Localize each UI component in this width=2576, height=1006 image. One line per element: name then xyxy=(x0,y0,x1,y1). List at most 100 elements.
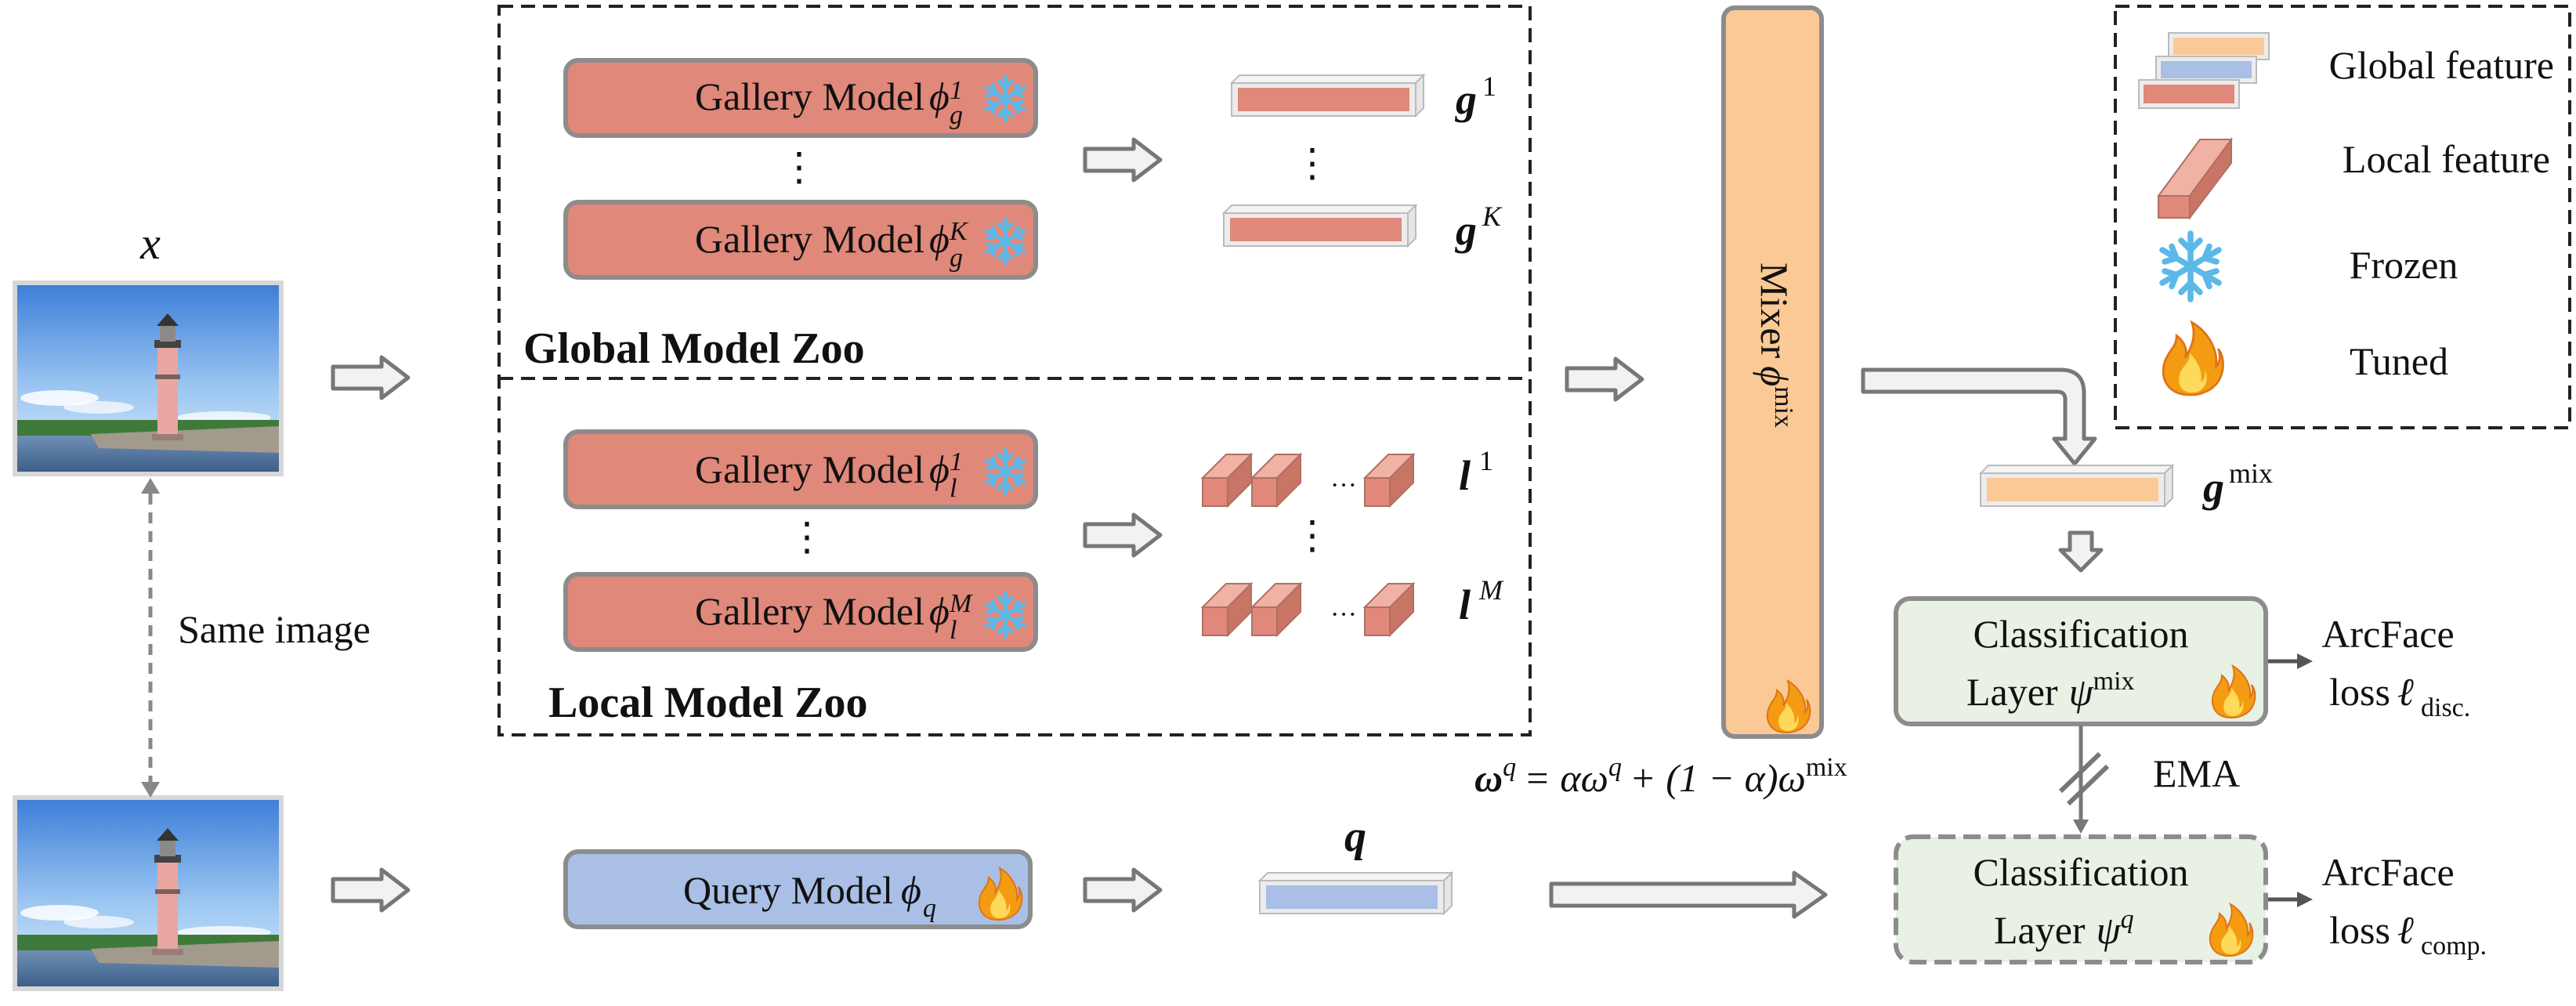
local-model-1-sub: l xyxy=(950,474,957,503)
arrow-input-to-zoo xyxy=(333,357,408,398)
mix-feature-bar xyxy=(1978,463,2175,508)
eq-rhs2-sup: mix xyxy=(1806,753,1847,782)
loss-disc-line1: ArcFace xyxy=(2321,612,2454,656)
legend-frame xyxy=(2114,5,2571,429)
svg-text:Mixerϕmix: Mixer ϕmix xyxy=(1753,262,1798,428)
legend-tuned: Tuned xyxy=(2350,339,2448,383)
svg-text:···: ··· xyxy=(1330,600,1357,629)
svg-text:ArcFace: ArcFace xyxy=(2321,612,2454,656)
svg-text:K: K xyxy=(1482,201,1503,232)
local-zoo-dots: ⋮ xyxy=(787,515,827,559)
mixer-sym: ϕ xyxy=(1753,366,1796,386)
ema-label: EMA xyxy=(2153,751,2240,795)
mixer-block xyxy=(1721,5,1824,739)
local-feature-1-sym: l xyxy=(1459,452,1471,499)
global-feature-1-sym: g xyxy=(1455,76,1477,123)
svg-text:l: l xyxy=(1459,581,1471,628)
mix-feature-sup: mix xyxy=(2229,458,2273,489)
cls-q-line2: Layer xyxy=(1994,908,2086,952)
cls-mix-sup: mix xyxy=(2093,667,2135,696)
legend-global-feature: Global feature xyxy=(2329,43,2554,87)
same-image-label: Same image xyxy=(178,607,371,651)
arrow-input-to-query xyxy=(333,870,408,910)
loss-comp-sub: comp. xyxy=(2421,932,2487,961)
svg-text:Gallery Model: Gallery Model xyxy=(695,589,924,633)
local-model-m-sub: l xyxy=(950,616,957,645)
input-image-query xyxy=(13,795,284,991)
local-model-m-prefix: Gallery Model xyxy=(695,589,924,633)
arrow-gmix-to-cls xyxy=(2060,533,2101,570)
legend-local-feature: Local feature xyxy=(2343,137,2550,181)
local-model-1-sym: ϕ xyxy=(929,447,950,491)
loss-disc-sym: ℓ xyxy=(2397,670,2414,714)
global-gallery-model-1: Gallery Model ϕ 1 g xyxy=(563,58,1038,138)
query-feature-bar xyxy=(1257,870,1454,916)
loss-comp-line1: ArcFace xyxy=(2321,850,2454,894)
legend-frozen: Frozen xyxy=(2350,243,2458,287)
query-model: Query Model ϕ q xyxy=(563,849,1033,929)
arrow-cls-q-to-loss xyxy=(2268,892,2313,907)
local-zoo-title: Local Model Zoo xyxy=(548,679,868,727)
cls-mix-block xyxy=(1894,596,2268,726)
loss-disc-line2: loss xyxy=(2329,670,2390,714)
arrow-zoo-to-mixer xyxy=(1567,359,1642,400)
global-model-1-sup: 1 xyxy=(950,76,963,105)
svg-text:ϕ: ϕ xyxy=(929,447,950,491)
local-feature-m-sup: M xyxy=(1478,574,1504,606)
loss-comp-line2: loss xyxy=(2329,908,2390,952)
input-image-gallery xyxy=(13,280,284,476)
svg-text:1: 1 xyxy=(1482,71,1496,102)
svg-text:ϕ: ϕ xyxy=(929,74,950,118)
arrow-local-models-to-features xyxy=(1085,515,1160,555)
local-row-1-hdots: ··· xyxy=(1330,471,1357,500)
svg-text:···: ··· xyxy=(1330,471,1357,500)
svg-text:M: M xyxy=(1478,574,1504,606)
global-feature-1-sup: 1 xyxy=(1482,71,1496,102)
eq-rhs2: + (1 − α)ω xyxy=(1630,756,1806,800)
mixer-sup: mix xyxy=(1769,386,1798,428)
global-model-1-sub: g xyxy=(950,101,963,130)
svg-text:l: l xyxy=(1459,452,1471,499)
global-feature-k-sup: K xyxy=(1482,201,1503,232)
svg-text:g: g xyxy=(1455,76,1477,123)
local-feature-1-sup: 1 xyxy=(1479,445,1493,476)
same-image-arrowhead-down xyxy=(141,782,160,798)
svg-text:l: l xyxy=(950,616,957,645)
cls-q-sup: q xyxy=(2121,905,2134,934)
svg-text:ϕ: ϕ xyxy=(901,868,921,912)
loss-comp-sym: ℓ xyxy=(2397,908,2414,952)
svg-text:g: g xyxy=(2202,464,2224,511)
svg-text:comp.: comp. xyxy=(2421,932,2487,961)
global-feature-bar-k xyxy=(1223,204,1416,247)
legend-flame-icon xyxy=(2162,321,2224,396)
svg-text:Query Model: Query Model xyxy=(683,868,893,912)
svg-text:q: q xyxy=(923,894,936,923)
svg-text:Classification: Classification xyxy=(1974,612,2189,656)
local-row-m-hdots: ··· xyxy=(1330,600,1357,629)
cls-q-sym: ψ xyxy=(2097,908,2122,952)
global-model-1-prefix: Gallery Model xyxy=(695,74,924,118)
local-model-m-sym: ϕ xyxy=(929,589,950,633)
cls-mix-line1: Classification xyxy=(1974,612,2189,656)
svg-text:Gallery Model: Gallery Model xyxy=(695,447,924,491)
arrow-global-models-to-features xyxy=(1085,139,1160,180)
global-feature-dots: ⋮ xyxy=(1293,141,1332,185)
query-feature-sym: q xyxy=(1344,812,1366,861)
ema-arrow xyxy=(2058,726,2110,834)
legend-global-feature-icon xyxy=(2138,32,2270,109)
global-model-k-sup: K xyxy=(949,217,969,246)
local-feature-row-1: ··· xyxy=(1202,454,1414,507)
global-zoo-dots: ⋮ xyxy=(780,145,819,189)
eq-lhs-sup: q xyxy=(1503,753,1516,782)
legend-local-feature-icon xyxy=(2157,136,2233,220)
local-gallery-model-1: Gallery Model ϕ 1 l xyxy=(563,429,1038,509)
local-model-1-prefix: Gallery Model xyxy=(695,447,924,491)
mixer-label: Mixer xyxy=(1753,262,1796,359)
query-model-label: Query Model xyxy=(683,868,893,912)
global-model-k-sub: g xyxy=(950,244,963,273)
local-gallery-model-m: Gallery Model ϕ M l xyxy=(563,572,1038,652)
local-model-1-sup: 1 xyxy=(950,447,963,476)
cls-q-block xyxy=(1894,834,2268,964)
local-model-m-sup: M xyxy=(949,589,973,618)
